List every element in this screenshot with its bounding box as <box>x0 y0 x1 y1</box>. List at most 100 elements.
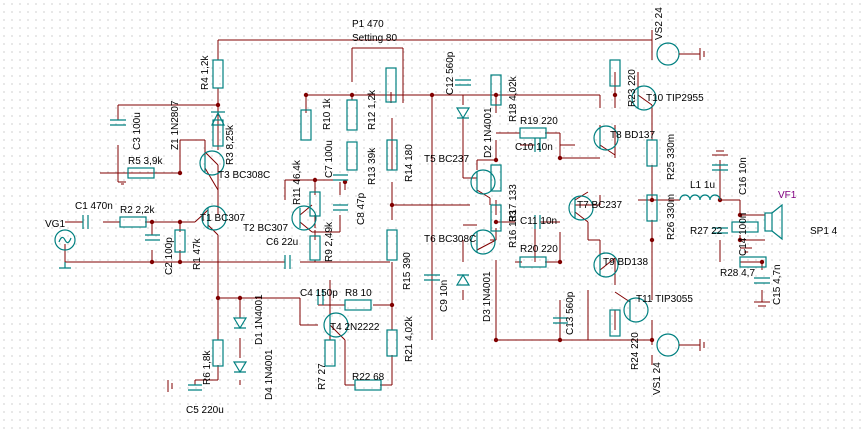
ground-symbol <box>118 181 126 185</box>
label-r19: R19 220 <box>520 116 558 127</box>
ground-symbol <box>167 380 173 392</box>
label-l1: L1 1u <box>690 180 715 191</box>
transistor-t7 <box>568 195 594 221</box>
transistor-t8 <box>593 125 619 151</box>
label-c10: C10 10n <box>515 142 553 153</box>
capacitor-c10 <box>534 138 541 152</box>
resistor-r19 <box>519 127 547 139</box>
diode-d1 <box>232 317 248 330</box>
label-r3: R3 8,25k <box>225 124 236 165</box>
capacitor-c15 <box>754 277 770 284</box>
resistor-r10 <box>300 109 312 141</box>
resistor-r11 <box>309 191 321 217</box>
transistor-t2 <box>291 205 317 231</box>
signal-generator-vg1 <box>54 229 76 269</box>
label-t11: T11 TIP3055 <box>636 294 693 305</box>
resistor-r12 <box>346 99 358 131</box>
label-r25: R25 330m <box>666 134 677 180</box>
label-r17: R17 133 <box>508 184 519 222</box>
components <box>54 42 783 392</box>
label-r6: R6 1,8k <box>202 350 213 385</box>
capacitor-c5 <box>188 384 202 391</box>
label-p1: P1 470 <box>352 19 384 30</box>
label-d4: D4 1N4001 <box>264 349 275 400</box>
speaker-sp1 <box>764 203 783 241</box>
capacitor-c12 <box>455 79 471 86</box>
transistor-t3 <box>199 150 225 176</box>
label-r27: R27 22 <box>690 226 723 237</box>
label-t2: T2 BC307 <box>243 223 288 234</box>
capacitor-c13 <box>553 317 568 324</box>
label-r24: R24 220 <box>630 332 641 370</box>
resistor-r3 <box>212 119 224 147</box>
label-c16: C16 10n <box>738 157 749 195</box>
label-t10: T10 TIP2955 <box>646 93 704 104</box>
label-c1: C1 470n <box>75 201 113 212</box>
label-c13: C13 560p <box>565 291 576 335</box>
capacitor-c3 <box>110 119 126 126</box>
label-r22: R22 68 <box>352 372 385 383</box>
wires <box>64 30 765 386</box>
label-r7: R7 27 <box>317 363 328 390</box>
diode-d2 <box>455 107 471 120</box>
resistor-r27 <box>731 221 759 233</box>
potentiometer-p1 <box>385 67 397 103</box>
label-t3: T3 BC308C <box>218 170 270 181</box>
ground-symbol <box>754 301 770 307</box>
capacitor-c9 <box>424 274 440 281</box>
transistor-t11 <box>623 297 649 323</box>
capacitor-c8 <box>333 204 348 211</box>
label-r15: R15 390 <box>402 252 413 290</box>
label-vs1: VS1 24 <box>652 362 663 395</box>
label-r5: R5 3,9k <box>128 156 163 167</box>
label-z1: Z1 1N2807 <box>170 100 181 150</box>
label-sp1: SP1 4 <box>810 226 838 237</box>
capacitor-c16 <box>712 164 728 171</box>
label-r26: R26 330m <box>666 194 677 240</box>
transistor-t1 <box>201 205 227 231</box>
label-t9: T9 BD138 <box>603 257 648 268</box>
transistor-t4 <box>323 312 349 338</box>
label-c3: C3 100u <box>132 112 143 150</box>
label-r14: R14 180 <box>404 144 415 182</box>
capacitor-c4 <box>317 290 324 305</box>
label-c12: C12 560p <box>445 51 456 95</box>
diode-d3 <box>455 273 471 286</box>
label-r10: R10 1k <box>322 97 333 130</box>
label-r11: R11 46,4k <box>292 159 303 205</box>
capacitor-c14 <box>712 227 728 234</box>
label-r18: R18 4,02k <box>508 75 519 122</box>
label-t8: T8 BD137 <box>610 130 655 141</box>
ground-symbol <box>740 247 752 253</box>
label-r12: R12 1,2k <box>367 89 378 130</box>
resistor-r13 <box>346 141 358 171</box>
transistor-t9 <box>593 252 619 278</box>
resistor-r23 <box>609 59 621 87</box>
resistor-r5 <box>127 167 155 179</box>
transistor-t6 <box>470 229 496 255</box>
label-t4: T4 2N2222 <box>330 322 380 333</box>
label-d2: D2 1N4001 <box>483 107 494 158</box>
label-t7: T7 BC237 <box>577 200 622 211</box>
resistor-r25 <box>646 139 658 167</box>
transistor-t5 <box>470 169 496 195</box>
label-c6: C6 22u <box>266 237 298 248</box>
resistor-r8 <box>344 299 372 311</box>
label-r1: R1 47k <box>192 237 203 270</box>
resistor-r26 <box>646 194 658 222</box>
label-c9: C9 10n <box>439 280 450 312</box>
resistor-r7 <box>324 339 336 367</box>
transistor-t10 <box>631 85 657 111</box>
label-d3: D3 1N4001 <box>482 271 493 322</box>
capacitor-c6 <box>284 255 291 269</box>
label-c4: C4 150p <box>300 288 338 299</box>
label-r4: R4 1,2k <box>200 55 211 90</box>
label-r13: R13 39k <box>367 147 378 185</box>
resistor-r18 <box>490 74 502 106</box>
label-c15: C15 4,7n <box>772 264 783 305</box>
label-vs2: VS2 24 <box>654 7 665 40</box>
capacitor-c7 <box>333 174 348 181</box>
label-c5: C5 220u <box>186 405 224 416</box>
label-c8: C8 47p <box>356 192 367 225</box>
label-r9: R9 2,49k <box>324 221 335 262</box>
